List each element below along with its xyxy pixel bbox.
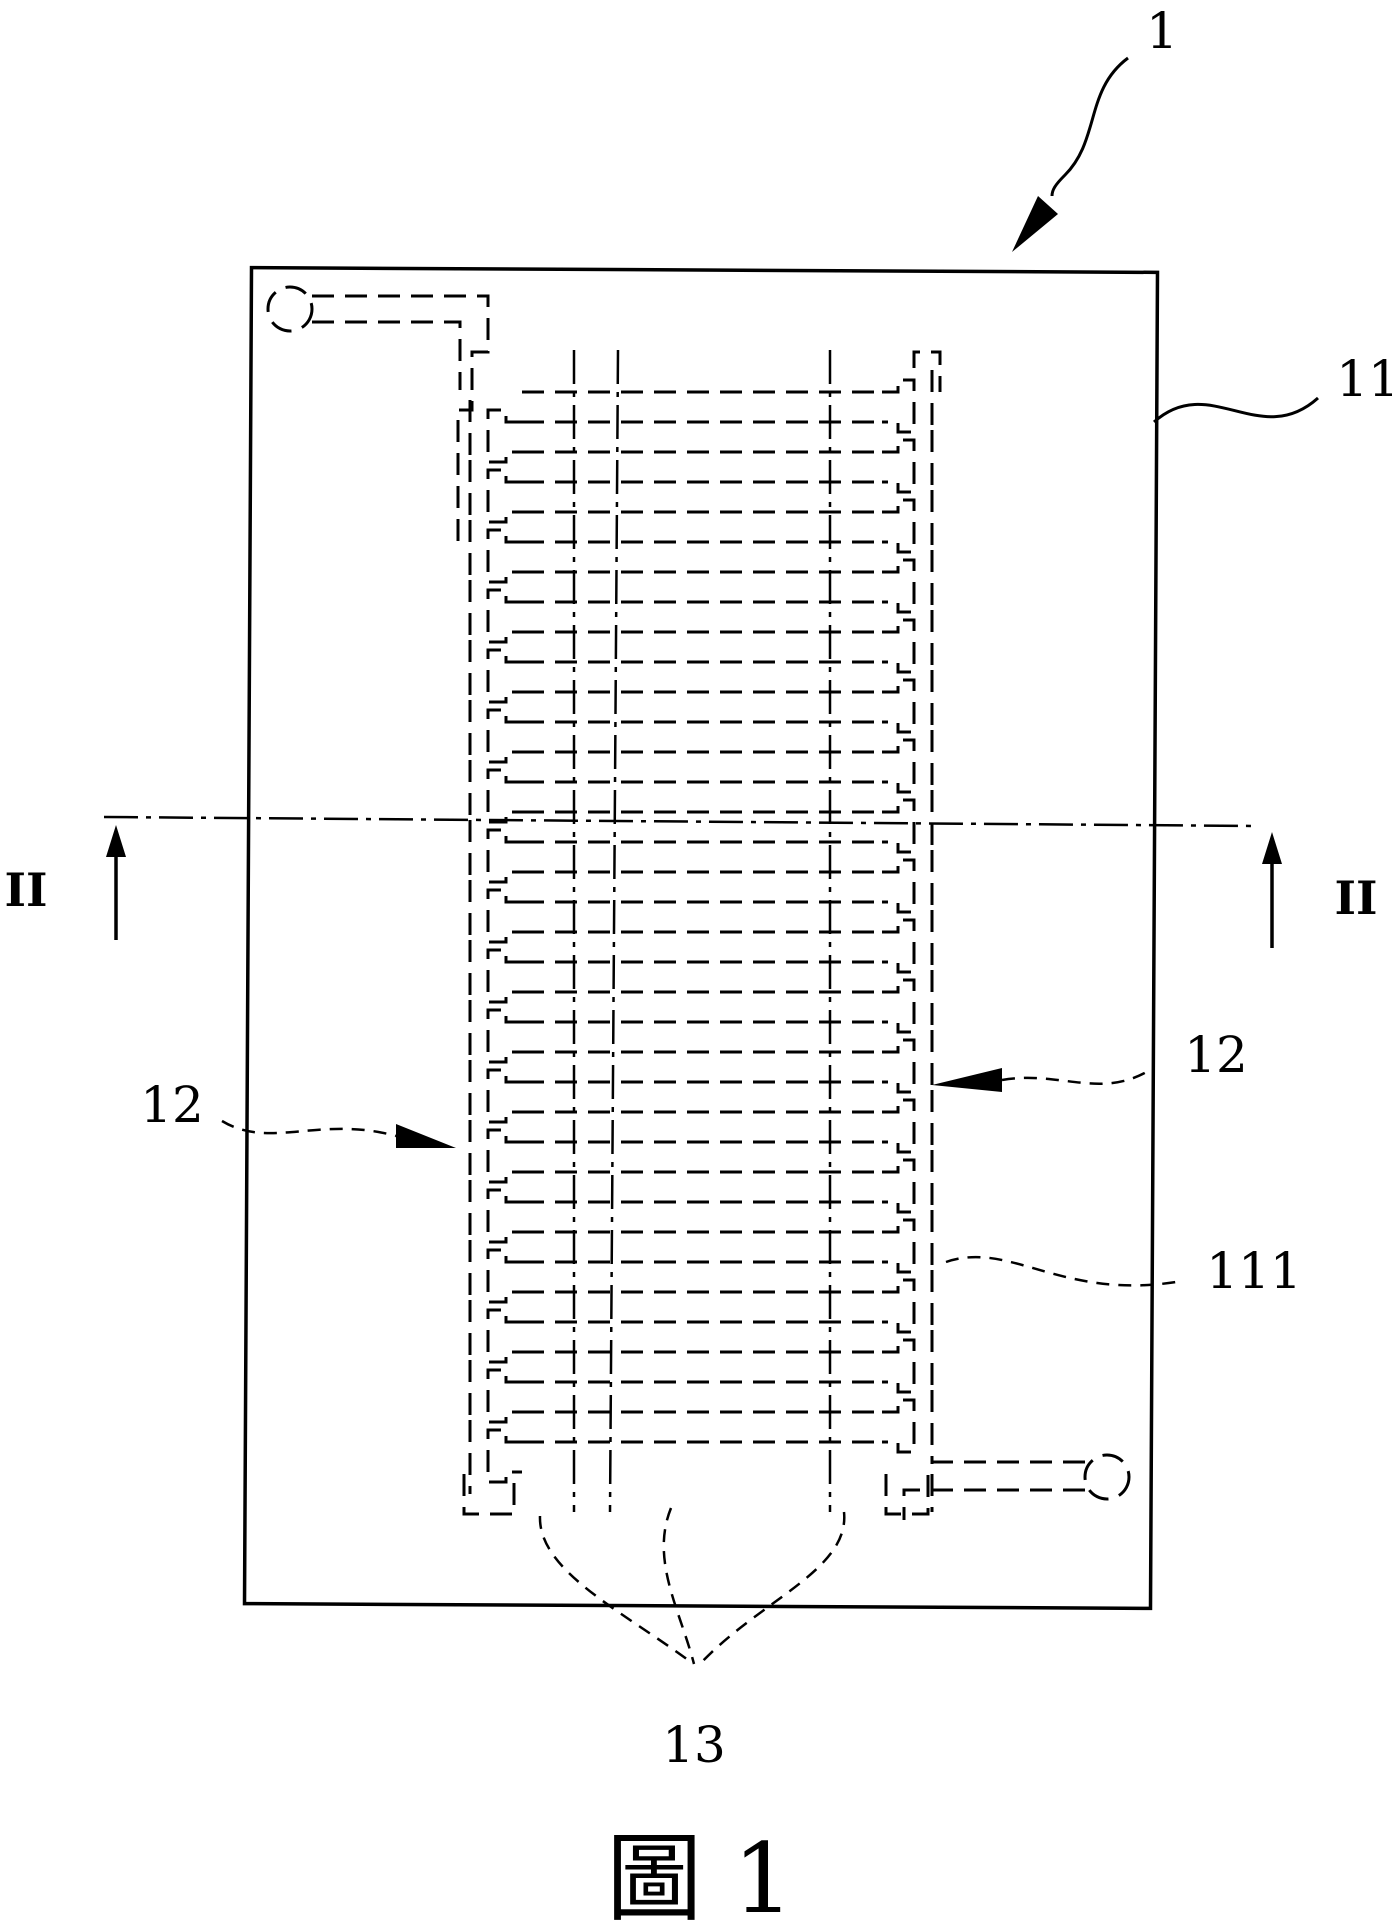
- inlet-port: [266, 285, 314, 333]
- leader-plate: [1153, 396, 1320, 424]
- channel-turn-right: [882, 1038, 916, 1094]
- channel-turn-right: [882, 1398, 916, 1454]
- channel-turn-right: [882, 1218, 916, 1274]
- channel-turn-right: [882, 1158, 916, 1214]
- channel-turn-left: [486, 948, 522, 1004]
- leader-wall-right: [1001, 1068, 1151, 1085]
- channel-turn-right: [882, 558, 916, 614]
- channel-turn-left: [486, 1248, 522, 1304]
- outlet-port: [1083, 1453, 1131, 1501]
- channel-turn-left: [486, 708, 522, 764]
- channel-turn-left: [486, 1068, 522, 1124]
- channel-turn-right: [882, 738, 916, 794]
- outlet-duct-inner: [902, 1488, 1085, 1520]
- channel-turn-left: [486, 768, 522, 824]
- channel-turn-right: [882, 1098, 916, 1154]
- figure-caption: 圖 1: [606, 1823, 794, 1927]
- channel-turn-right: [882, 678, 916, 734]
- channel-turn-right: [882, 378, 916, 434]
- leader-ribs-right: [699, 1511, 846, 1665]
- leader-device-arrowhead: [1012, 196, 1058, 252]
- leader-channel: [945, 1255, 1177, 1287]
- section-arrow-left-head: [106, 825, 126, 857]
- label-section-left: II: [4, 863, 47, 917]
- inlet-duct-inner: [312, 320, 462, 390]
- channel-turn-right: [882, 498, 916, 554]
- channel-turn-right: [882, 978, 916, 1034]
- label-section-right: II: [1334, 871, 1377, 925]
- label-wall-left: 12: [140, 1076, 204, 1134]
- channel-turn-left: [486, 1368, 522, 1424]
- plate-outline: [242, 265, 1160, 1611]
- channel-turn-left: [486, 1308, 522, 1364]
- channel-turn-right: [882, 858, 916, 914]
- channel-end-left: [462, 1474, 516, 1516]
- channel-turn-left: [486, 588, 522, 644]
- rib-lines: [572, 349, 832, 1513]
- leader-device: [1050, 56, 1129, 197]
- label-channel: 111: [1206, 1242, 1301, 1300]
- channel-turn-left: [486, 408, 522, 464]
- leader-ribs-middle: [662, 1507, 696, 1665]
- channel-turn-right: [882, 438, 916, 494]
- channel-turn-left: [486, 468, 522, 524]
- channel-end-right: [884, 1474, 930, 1516]
- inlet-duct: [312, 294, 490, 550]
- channel-turn-left: [486, 648, 522, 704]
- section-arrow-right-head: [1262, 832, 1282, 864]
- channel-turn-left: [486, 1428, 522, 1484]
- rib-line: [608, 349, 620, 1513]
- channel-turn-right: [882, 1338, 916, 1394]
- outlet-duct: [930, 1460, 1085, 1512]
- leader-wall-left: [221, 1119, 397, 1138]
- channel-turn-right: [882, 918, 916, 974]
- leader-wall-left-arrowhead: [396, 1124, 456, 1148]
- channel-turn-left: [486, 1188, 522, 1244]
- channel-turn-left: [486, 1128, 522, 1184]
- channel-turn-right: [882, 1278, 916, 1334]
- channel-turn-left: [486, 828, 522, 884]
- section-line: [103, 815, 1258, 828]
- label-device: 1: [1146, 2, 1178, 60]
- channel-turn-left: [486, 1008, 522, 1064]
- channel-turn-right: [882, 798, 916, 854]
- channel-top-right: [912, 350, 942, 392]
- leader-ribs-left: [538, 1515, 689, 1662]
- leader-wall-right-arrowhead: [932, 1068, 1002, 1092]
- channel-turn-left: [486, 528, 522, 584]
- label-plate: 11: [1336, 350, 1392, 408]
- label-wall-right: 12: [1184, 1026, 1248, 1084]
- channel-turn-left: [486, 888, 522, 944]
- label-ribs: 13: [662, 1716, 726, 1774]
- channel-turn-right: [882, 618, 916, 674]
- serpentine-channel: [462, 350, 942, 1516]
